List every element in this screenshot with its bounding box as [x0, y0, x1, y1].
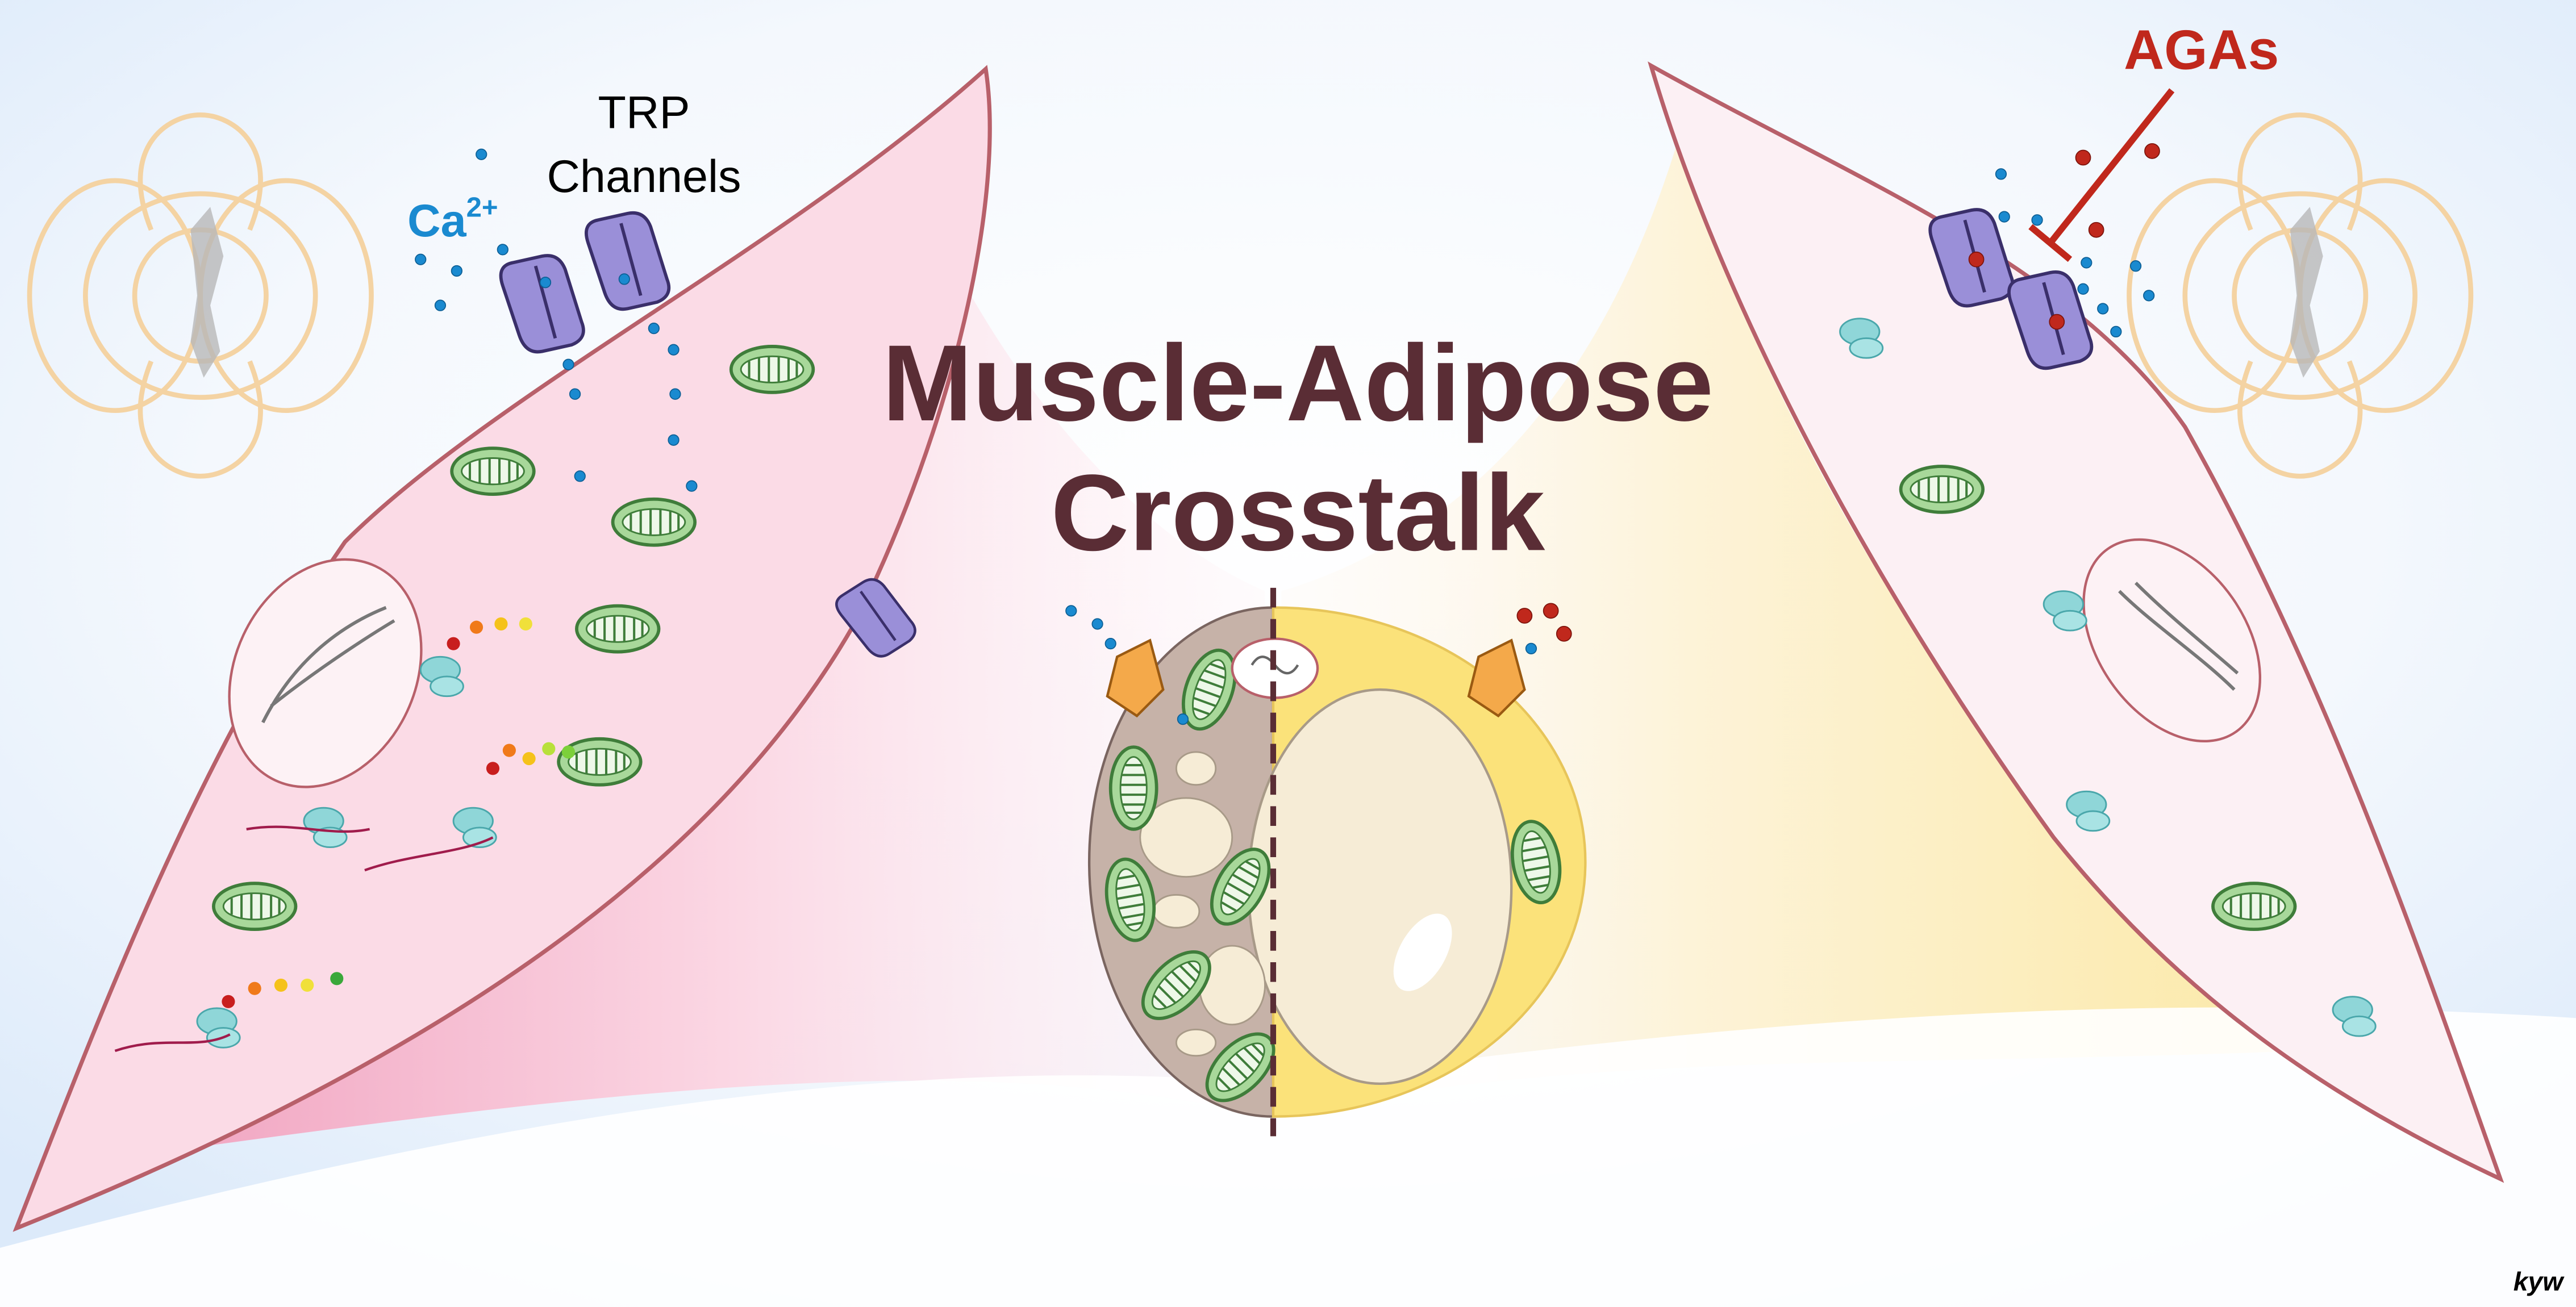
mitochondrion-icon — [1901, 466, 1983, 512]
mitochondrion-icon — [558, 739, 641, 785]
signature: kyw — [2514, 1267, 2565, 1296]
mitochondrion-icon — [452, 448, 534, 494]
calcium-symbol: Ca — [407, 195, 466, 247]
mitochondrion-icon — [2213, 883, 2295, 929]
adipose-trp-channels — [1106, 638, 1526, 718]
inhibition-arrow-icon — [2028, 88, 2175, 262]
title-line-1: Muscle-Adipose — [882, 323, 1714, 444]
trp-label-line-2: Channels — [547, 151, 741, 202]
left-nucleus — [228, 558, 423, 788]
trp-label-line-1: TRP — [598, 87, 690, 138]
adipocyte — [832, 570, 1587, 1137]
right-nucleus — [2082, 538, 2262, 743]
agas-label: AGAs — [2124, 18, 2279, 81]
mitochondrion-icon — [613, 499, 695, 545]
calcium-label: Ca2+ — [407, 193, 498, 247]
white-wave — [0, 1007, 2576, 1307]
peptide-chains — [114, 617, 576, 1053]
title-line-2: Crosstalk — [1051, 452, 1545, 573]
mitochondrion-icon — [731, 346, 814, 392]
mitochondrion-icon — [577, 606, 659, 652]
calcium-charge: 2+ — [466, 193, 498, 223]
mitochondrion-icon — [214, 883, 296, 929]
